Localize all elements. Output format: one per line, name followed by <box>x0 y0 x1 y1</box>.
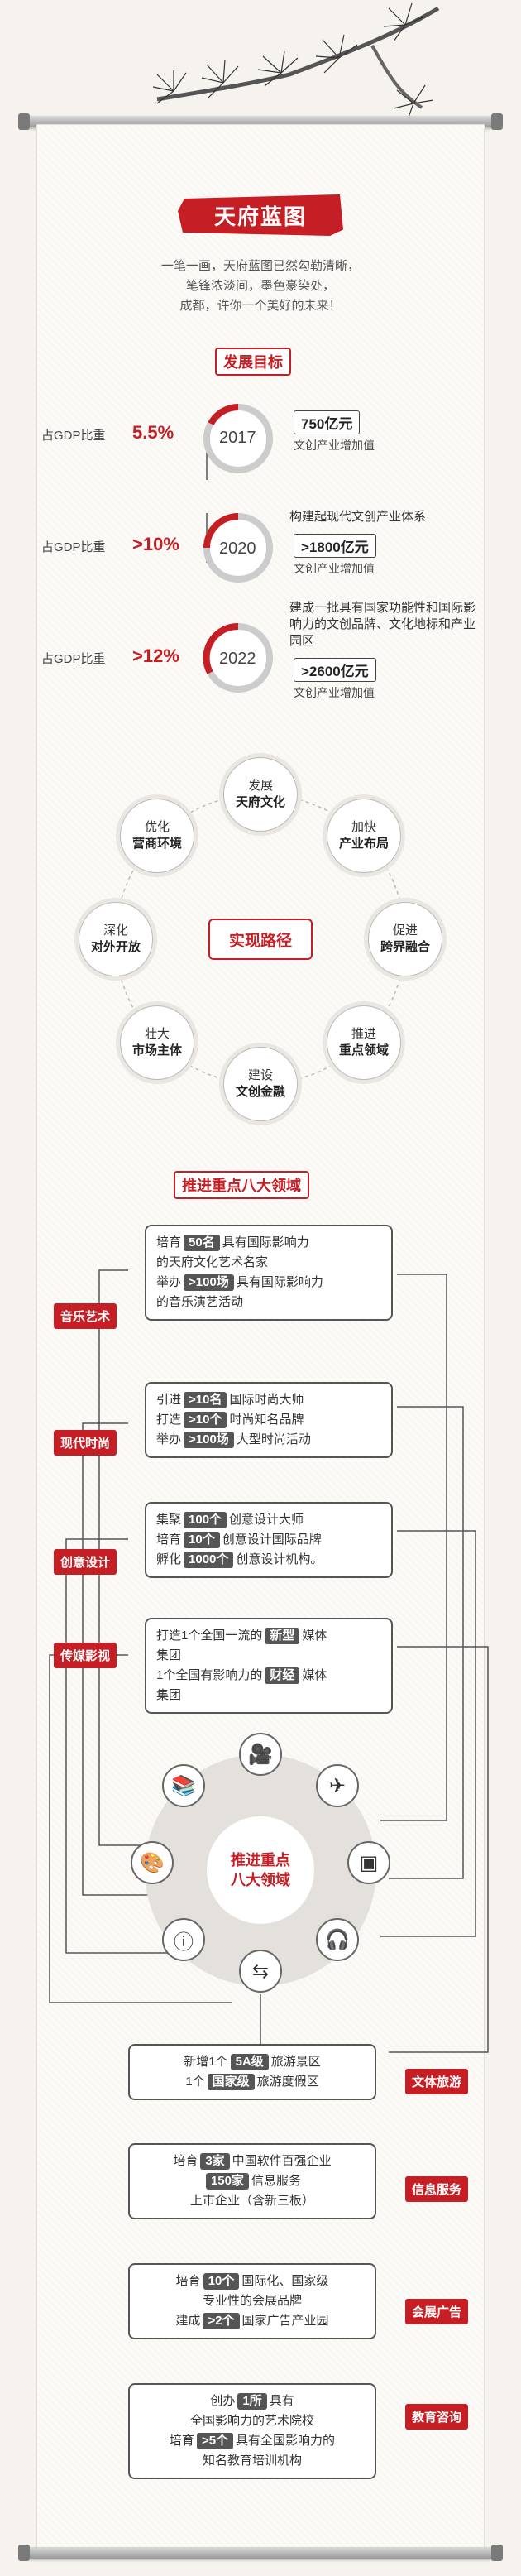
tag-tourism: 文体旅游 <box>405 2069 469 2094</box>
books-icon: 📚 <box>162 1764 205 1807</box>
expo-row-1b: 专业性的会展品牌 <box>202 2294 302 2308</box>
info-row-2: 150家信息服务 <box>140 2171 365 2191</box>
shopping-bag-icon: ▣ <box>347 1841 390 1884</box>
video-camera-icon: 🎥 <box>239 1733 282 1776</box>
edu-row-1b: 全国影响力的艺术院校 <box>189 2414 314 2428</box>
goal-1-gdp-value: 5.5% <box>132 422 174 443</box>
goal-3-amount: >2600亿元 <box>294 658 376 682</box>
path-node-crossover: 促进跨界融合 <box>368 902 442 976</box>
info-icon: ⓘ <box>162 1918 205 1961</box>
edu-row-2: 培育>5个具有全国影响力的 <box>169 2433 336 2449</box>
goal-3-gdp-value: >12% <box>132 645 179 666</box>
fields-label: 推进重点八大领域 <box>174 1171 309 1199</box>
goal-1-amount: 750亿元 <box>294 410 361 434</box>
goal-2-year: 2020 <box>219 540 256 558</box>
signpost-icon: ⇆ <box>239 1950 282 1993</box>
goal-1-ring <box>203 404 273 473</box>
fields-hub-center: 推进重点 八大领域 <box>207 1816 314 1924</box>
tag-education: 教育咨询 <box>405 2404 469 2430</box>
tag-fashion: 现代时尚 <box>54 1430 117 1456</box>
goal-1-amount-label: 文创产业增加值 <box>294 439 375 452</box>
goal-1-gdp-label: 占GDP比重 <box>41 429 106 443</box>
page-title-banner: 天府蓝图 <box>178 194 343 236</box>
tag-media: 传媒影视 <box>54 1643 117 1668</box>
edu-row-2b: 知名教育培训机构 <box>202 2454 302 2468</box>
page-title: 天府蓝图 <box>213 204 307 229</box>
scroll-bottom-rod <box>18 2545 503 2561</box>
path-node-finance: 建设文创金融 <box>223 1047 298 1121</box>
music-row-2b: 的音乐演艺活动 <box>156 1295 244 1309</box>
goals-label: 发展目标 <box>215 348 291 376</box>
path-node-opening-up: 深化对外开放 <box>79 902 153 976</box>
intro-line-2: 笔锋浓淡间，墨色豪染处， <box>185 278 335 293</box>
palette-icon: 🎨 <box>131 1841 174 1884</box>
path-node-business-env: 优化营商环境 <box>120 799 194 873</box>
music-row-2: 举办>100场具有国际影响力 <box>156 1274 323 1291</box>
media-row-2: 1个全国有影响力的财经媒体 <box>156 1667 327 1684</box>
card-media: 打造1个全国一流的新型媒体 集团 1个全国有影响力的财经媒体 集团 <box>145 1618 393 1714</box>
goal-3-gdp-label: 占GDP比重 <box>41 652 106 666</box>
goal-2-desc: 构建起现代文创产业体系 <box>289 510 427 524</box>
intro-line-1: 一笔一画，天府蓝图已然勾勒清晰， <box>160 258 360 273</box>
goal-2-amount-label: 文创产业增加值 <box>294 562 375 575</box>
goal-1-year: 2017 <box>219 429 256 447</box>
goal-3-year: 2022 <box>219 650 256 668</box>
music-row-1b: 的天府文化艺术名家 <box>156 1255 269 1269</box>
path-node-industry-layout: 加快产业布局 <box>327 799 401 873</box>
fashion-row-1: 引进>10名国际时尚大师 <box>156 1392 304 1408</box>
pine-branch-illustration <box>152 2 440 122</box>
goal-2-gdp-value: >10% <box>132 534 179 554</box>
goal-3-ring <box>203 622 273 693</box>
media-row-2b: 集团 <box>156 1688 182 1702</box>
path-node-key-fields: 推进重点领域 <box>327 1005 401 1080</box>
path-node-market-players: 壮大市场主体 <box>120 1005 194 1080</box>
goal-2-gdp-label: 占GDP比重 <box>41 540 106 554</box>
tourism-row-2: 1个国家级旅游度假区 <box>185 2074 319 2090</box>
intro-line-3: 成都，许你一个美好的未来！ <box>179 298 342 313</box>
paper-plane-icon: ✈ <box>316 1764 359 1807</box>
media-row-1: 打造1个全国一流的新型媒体 <box>156 1628 327 1644</box>
expo-row-2: 建成>2个国家广告产业园 <box>175 2313 329 2329</box>
fashion-row-3: 举办>100场大型时尚活动 <box>156 1432 311 1448</box>
tag-expo: 会展广告 <box>405 2299 469 2324</box>
card-fashion: 引进>10名国际时尚大师 打造>10个时尚知名品牌 举办>100场大型时尚活动 <box>145 1382 393 1458</box>
tag-music: 音乐艺术 <box>54 1303 117 1329</box>
media-row-1b: 集团 <box>156 1648 182 1662</box>
path-node-develop-culture: 发展天府文化 <box>223 757 298 832</box>
goal-2-ring <box>203 513 273 583</box>
tag-info: 信息服务 <box>405 2176 469 2202</box>
fashion-row-2: 打造>10个时尚知名品牌 <box>156 1412 304 1428</box>
headphones-icon: 🎧 <box>316 1918 359 1961</box>
goal-3-desc: 建成一批具有国家功能性和国际影响力的文创品牌、文化地标和产业园区 <box>289 601 476 648</box>
tag-design: 创意设计 <box>54 1549 117 1575</box>
paths-label: 实现路径 <box>208 919 313 960</box>
goal-2-amount: >1800亿元 <box>294 534 376 558</box>
goal-3-amount-label: 文创产业增加值 <box>294 686 375 699</box>
info-row-3: 上市企业（含新三板） <box>189 2194 314 2208</box>
